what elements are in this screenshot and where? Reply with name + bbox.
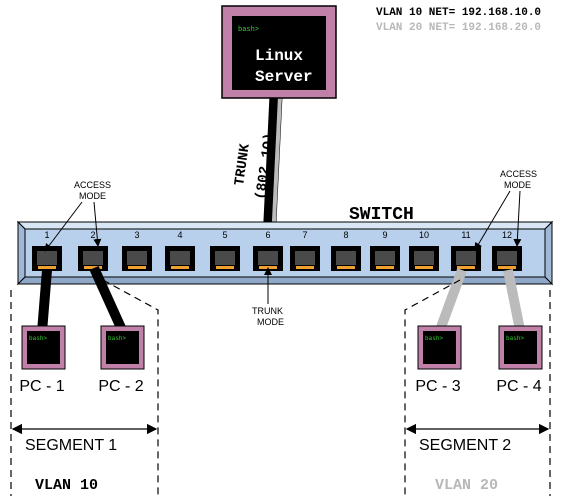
switch-port-9: 9 [370,230,400,271]
switch-port-8: 8 [331,230,361,271]
access-left-arrow-2 [93,201,102,247]
pc-cables [37,265,525,333]
port-number-9: 9 [382,230,387,240]
vlan20-label: VLAN 20 [435,477,498,494]
legend-vlan20: VLAN 20 NET= 192.168.20.0 [376,22,541,34]
access-mode-left-line2: MODE [79,191,106,201]
port-number-1: 1 [44,230,49,240]
pc-3-label: PC - 3 [415,378,460,395]
switch-port-3: 3 [122,230,152,271]
server-name-line2: Server [255,68,313,86]
switch-port-5: 5 [210,230,240,271]
access-mode-left-line1: ACCESS [74,180,111,190]
pc-1-prompt: bash> [29,335,47,342]
port-number-11: 11 [461,230,470,240]
switch-port-12: 12 [492,230,522,271]
port-number-6: 6 [265,230,270,240]
server-prompt: bash> [238,26,259,34]
server-name-line1: Linux [255,47,303,65]
pc-4-label: PC - 4 [496,378,541,395]
switch-title: SWITCH [349,205,414,225]
segment1-label: SEGMENT 1 [25,437,117,454]
port-number-3: 3 [134,230,139,240]
switch-port-2: 2 [78,230,108,271]
access-mode-right-line2: MODE [504,180,531,190]
pc-4: bash> PC - 4 [496,325,543,395]
trunk-mode-line1: TRUNK [252,306,283,316]
pc-3-prompt: bash> [425,335,443,342]
legend-vlan10: VLAN 10 NET= 192.168.10.0 [376,7,541,19]
switch-port-10: 10 [409,230,439,271]
port-number-10: 10 [419,230,429,240]
port-number-5: 5 [222,230,227,240]
pc-3: bash> PC - 3 [415,325,462,395]
segment2-label: SEGMENT 2 [419,437,511,454]
switch-port-7: 7 [290,230,320,271]
switch-port-4: 4 [165,230,195,271]
pc-1: bash> PC - 1 [19,325,66,395]
port-number-2: 2 [90,230,95,240]
trunk-mode-line2: MODE [257,317,284,327]
port-number-7: 7 [302,230,307,240]
pc-group: bash> PC - 1 bash> PC - 2 bash> PC - 3 bash> PC… [19,325,543,395]
pc-2-prompt: bash> [108,335,126,342]
linux-server: bash> Linux Server [221,5,337,99]
port-number-8: 8 [343,230,348,240]
trunk-label-group: TRUNK [232,142,254,186]
access-right-arrow-1 [474,190,511,251]
pc-4-prompt: bash> [506,335,524,342]
trunk-label: TRUNK [232,142,254,186]
pc-2: bash> PC - 2 [98,325,145,395]
switch-port-11: 11 [451,230,481,271]
pc-1-label: PC - 1 [19,378,64,395]
access-left-arrow-1 [44,201,83,252]
access-mode-right-line1: ACCESS [500,169,537,179]
segment-boundaries [10,279,551,496]
access-right-arrow-2 [513,190,522,247]
vlan10-label: VLAN 10 [35,477,98,494]
port-number-4: 4 [177,230,182,240]
pc-2-label: PC - 2 [98,378,143,395]
port-number-12: 12 [502,230,512,240]
